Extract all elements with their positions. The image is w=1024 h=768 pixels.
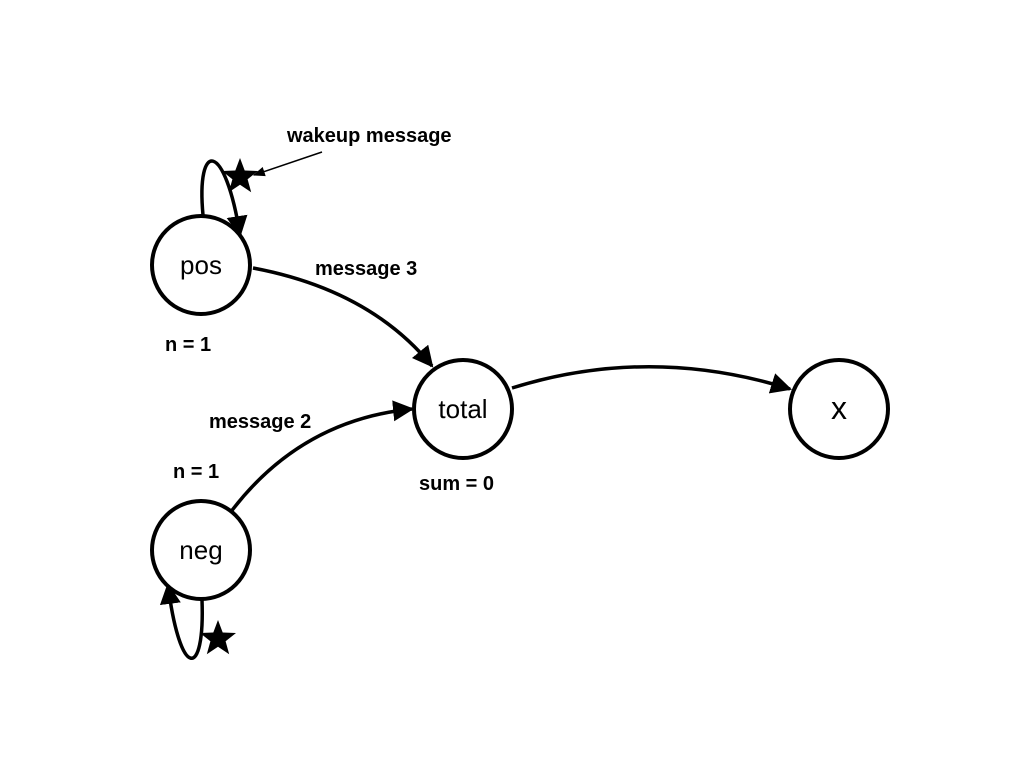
edge-label-message-2: message 2	[209, 411, 311, 433]
node-pos-circle	[150, 214, 252, 316]
neg-state-label: n = 1	[173, 461, 219, 483]
edge-total-to-x	[511, 365, 793, 394]
wakeup-pointer	[252, 151, 323, 177]
edge-neg-to-total	[228, 400, 415, 515]
pos-state-label: n = 1	[165, 334, 211, 356]
node-x-label: x	[831, 390, 847, 426]
star-icon	[222, 158, 258, 193]
self-loop-neg	[159, 582, 204, 660]
total-state-label: sum = 0	[419, 473, 494, 495]
wakeup-label: wakeup message	[286, 125, 452, 147]
node-neg: neg	[150, 499, 252, 601]
node-total-label: total	[438, 394, 487, 424]
node-pos-label: pos	[180, 250, 222, 280]
node-neg-label: neg	[179, 535, 222, 565]
edge-label-message-3: message 3	[315, 258, 417, 280]
node-total-circle	[412, 358, 514, 460]
self-loop-pos	[200, 159, 248, 238]
node-pos: pos	[150, 214, 252, 316]
node-neg-circle	[150, 499, 252, 601]
edge-pos-to-total	[252, 266, 434, 368]
node-x-circle	[788, 358, 890, 460]
star-icon	[200, 620, 236, 655]
node-x: x	[788, 358, 890, 460]
node-total: total	[412, 358, 514, 460]
